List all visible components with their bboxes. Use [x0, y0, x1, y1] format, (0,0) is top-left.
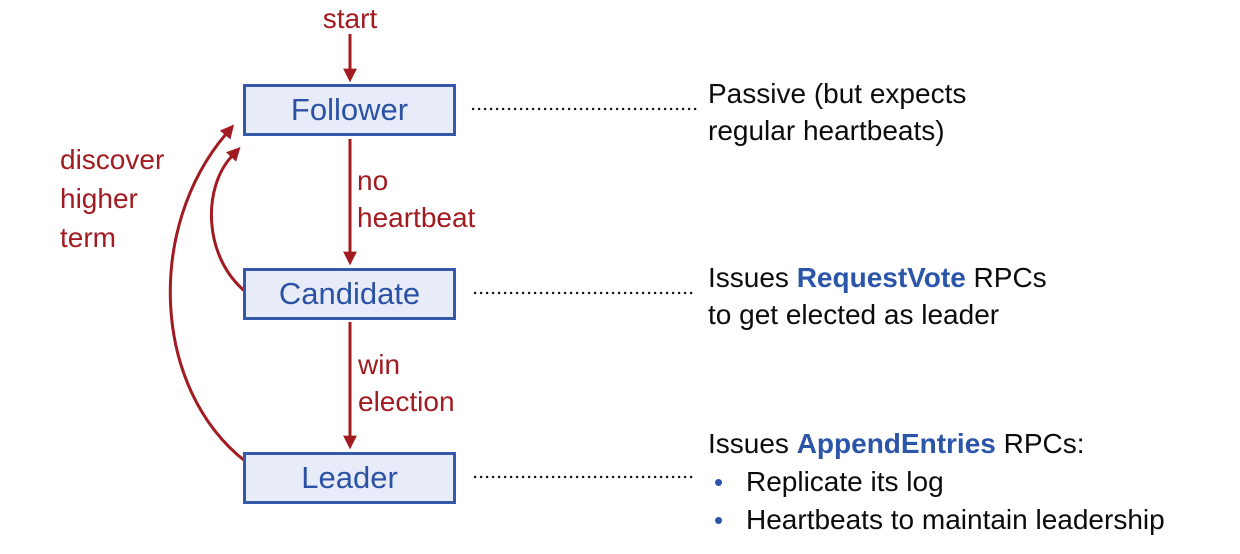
leader-to-follower-arrow [168, 124, 246, 463]
state-label-candidate: Candidate [278, 276, 421, 311]
transition-label-line: heartbeat [357, 202, 476, 233]
annotation-line: to get elected as leader [708, 299, 1000, 330]
transition-label-line: win [358, 349, 401, 380]
annotation-text: RPCs [965, 262, 1047, 293]
state-box-leader: Leader [243, 452, 456, 504]
transition-label-discover-higher-term: discover higher term [60, 140, 164, 257]
bullet-icon: • [714, 505, 724, 535]
transition-label-line: discover [60, 144, 165, 175]
state-label-follower: Follower [290, 92, 409, 127]
annotation-leader: Issues AppendEntries RPCs: • Replicate i… [708, 425, 1165, 539]
annotation-line: Passive (but expects [708, 78, 967, 109]
transition-label-line: term [60, 222, 116, 253]
annotation-follower: Passive (but expects regular heartbeats) [708, 75, 966, 149]
annotation-line: Issues AppendEntries RPCs: [708, 425, 1165, 463]
annotation-candidate: Issues RequestVote RPCs to get elected a… [708, 259, 1047, 333]
state-box-follower: Follower [243, 84, 456, 136]
transition-label-no-heartbeat: no heartbeat [357, 162, 475, 236]
candidate-to-follower-arrow [209, 146, 248, 295]
transition-label-line: election [358, 386, 455, 417]
annotation-text: Issues [708, 428, 797, 459]
bullet-icon: • [714, 467, 724, 497]
transition-label-start: start [322, 3, 378, 34]
annotation-bullet-item: • Replicate its log [708, 463, 1165, 501]
transition-label-line: no [357, 165, 389, 196]
annotation-text: RPCs: [995, 428, 1085, 459]
annotation-bullet-text: Heartbeats to maintain leadership [746, 504, 1165, 535]
rpc-keyword-appendentries: AppendEntries [796, 428, 996, 459]
annotation-line: regular heartbeats) [708, 115, 945, 146]
annotation-bullet-text: Replicate its log [746, 466, 944, 497]
rpc-keyword-requestvote: RequestVote [796, 262, 966, 293]
state-label-leader: Leader [301, 460, 398, 495]
state-box-candidate: Candidate [243, 268, 456, 320]
transition-label-win-election: win election [358, 346, 455, 420]
transition-label-line: higher [60, 183, 138, 214]
annotation-text: Issues [708, 262, 797, 293]
annotation-bullet-item: • Heartbeats to maintain leadership [708, 501, 1165, 539]
annotation-line: Issues RequestVote RPCs [708, 259, 1047, 296]
